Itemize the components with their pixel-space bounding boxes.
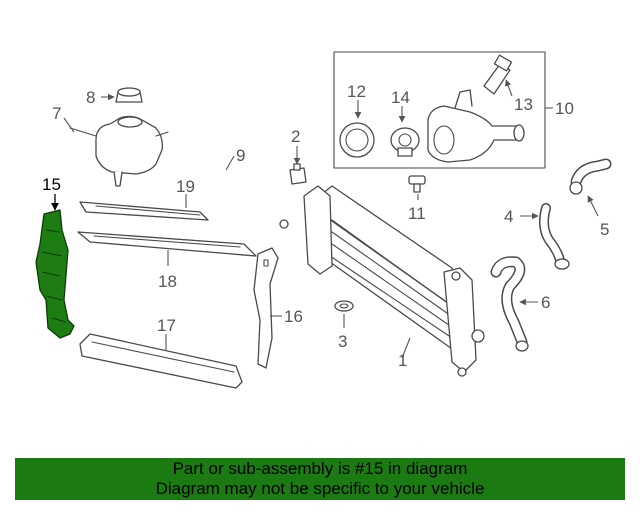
callout-6: 6 [541,293,550,312]
banner-line-1: Part or sub-assembly is #15 in diagram [172,459,468,478]
part-2-clip[interactable] [289,163,307,185]
thermostat-housing-group [333,51,553,169]
callout-10: 10 [555,99,574,118]
part-15-air-guide-highlighted[interactable] [35,209,75,339]
callout-15: 15 [42,175,61,194]
part-4-hose[interactable] [539,203,570,270]
banner-line-2: Diagram may not be specific to your vehi… [155,479,485,498]
callout-9: 9 [236,146,245,165]
part-18-baffle[interactable] [77,231,257,257]
callout-19: 19 [176,177,195,196]
callout-16: 16 [284,307,303,326]
parts-diagram: 1 2 3 4 5 6 7 8 9 10 11 12 13 14 15 16 1… [35,51,612,389]
part-8-cap[interactable] [115,87,143,103]
part-19-seal[interactable] [79,201,209,221]
part-16-bracket[interactable] [253,247,279,369]
part-12-gasket[interactable] [339,122,375,158]
callout-7: 7 [52,104,61,123]
callout-1: 1 [398,351,407,370]
part-11-bolt[interactable] [408,175,426,193]
info-banner: Part or sub-assembly is #15 in diagram D… [15,458,625,500]
callout-14: 14 [391,88,410,107]
part-10-housing[interactable] [427,89,525,163]
part-17-deflector[interactable] [79,333,243,389]
callout-11: 11 [408,204,426,223]
part-6-hose[interactable] [490,256,529,352]
part-13-sensor[interactable] [483,54,513,95]
callout-3: 3 [338,332,347,351]
callout-4: 4 [504,207,513,226]
callout-17: 17 [157,316,176,335]
callout-8: 8 [86,88,95,107]
callout-12: 12 [347,82,366,101]
part-7-reservoir[interactable] [69,115,169,187]
part-1-radiator[interactable] [303,185,485,377]
callout-18: 18 [158,272,177,291]
part-3-grommet[interactable] [334,300,354,312]
part-5-hose[interactable] [569,158,612,195]
callout-2: 2 [291,127,300,146]
part-9-hose[interactable] [180,128,289,229]
callout-13: 13 [514,95,533,114]
callout-5: 5 [600,220,609,239]
part-14-thermostat[interactable] [390,127,420,157]
